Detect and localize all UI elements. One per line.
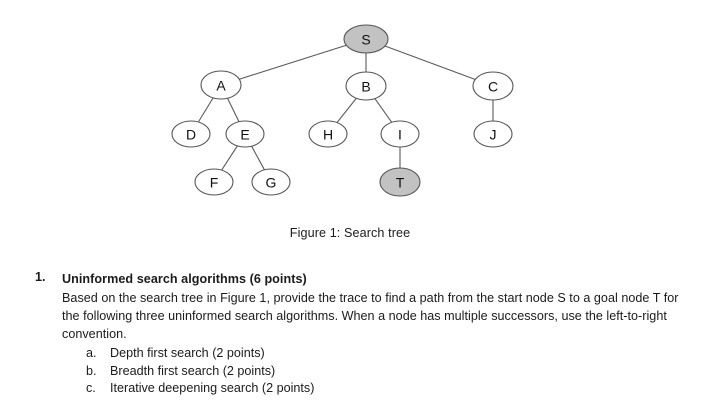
tree-edge-s-c — [384, 45, 476, 80]
tree-node-label-a: A — [216, 78, 226, 94]
tree-node-layer: S A B C D E H I J F G T — [171, 24, 514, 197]
question-sub-item-marker: b. — [86, 363, 97, 378]
tree-node-g[interactable]: G — [251, 168, 291, 196]
tree-edge-a-d — [197, 97, 214, 123]
tree-node-label-b: B — [361, 79, 370, 95]
tree-node-label-d: D — [186, 127, 196, 143]
tree-node-label-s: S — [361, 32, 370, 48]
tree-node-label-f: F — [210, 175, 219, 191]
question-number: 1. — [35, 270, 46, 284]
tree-node-shape-g — [251, 168, 291, 196]
tree-node-label-e: E — [240, 127, 249, 143]
tree-node-shape-e — [225, 120, 265, 148]
tree-node-d[interactable]: D — [171, 120, 211, 148]
tree-node-b[interactable]: B — [345, 71, 387, 101]
question-sub-item-label: Iterative deepening search (2 points) — [110, 381, 315, 395]
tree-node-j[interactable]: J — [473, 120, 513, 148]
tree-edge-s-a — [239, 44, 347, 80]
tree-node-h[interactable]: H — [308, 120, 348, 148]
tree-edge-b-i — [374, 98, 393, 123]
tree-node-label-i: I — [398, 127, 402, 143]
tree-edge-b-h — [336, 97, 357, 123]
tree-node-i[interactable]: I — [380, 120, 420, 148]
question-sub-item-marker: c. — [86, 381, 96, 395]
tree-node-shape-c — [472, 71, 514, 101]
tree-node-label-h: H — [323, 127, 333, 143]
tree-node-f[interactable]: F — [194, 168, 234, 196]
tree-edge-a-e — [226, 97, 240, 122]
question-sub-item: c. Iterative deepening search (2 points) — [0, 380, 728, 398]
question-sub-item-marker: a. — [86, 346, 97, 360]
tree-edge-e-f — [221, 145, 238, 171]
tree-node-c[interactable]: C — [472, 71, 514, 101]
question-sub-item: b. Breadth first search (2 points) — [0, 363, 728, 381]
tree-node-shape-a — [200, 70, 242, 100]
tree-node-shape-s — [343, 24, 389, 54]
tree-node-shape-t — [379, 167, 421, 197]
question-sub-item-label: Breadth first search (2 points) — [110, 363, 276, 378]
tree-node-e[interactable]: E — [225, 120, 265, 148]
tree-node-shape-h — [308, 120, 348, 148]
tree-node-a[interactable]: A — [200, 70, 242, 100]
tree-node-shape-f — [194, 168, 234, 196]
question-heading-row: 1. Uninformed search algorithms (6 point… — [0, 270, 728, 288]
tree-edge-e-g — [251, 145, 265, 171]
tree-node-s[interactable]: S — [343, 24, 389, 54]
tree-node-shape-d — [171, 120, 211, 148]
tree-node-shape-i — [380, 120, 420, 148]
tree-node-shape-b — [345, 71, 387, 101]
question-sub-item: a. Depth first search (2 points) — [0, 345, 728, 363]
question-body: Based on the search tree in Figure 1, pr… — [62, 291, 679, 341]
tree-node-label-t: T — [396, 175, 405, 191]
search-tree-figure: S A B C D E H I J F G T — [171, 24, 514, 197]
question-sub-list: a. Depth first search (2 points) b. Breadth… — [0, 345, 728, 398]
figure-caption: Figure 1: Search tree — [289, 226, 411, 240]
question-sub-item-label: Depth first search (2 points) — [110, 346, 265, 360]
question-block: 1. Uninformed search algorithms (6 point… — [0, 270, 728, 398]
tree-node-label-g: G — [266, 175, 277, 191]
question-title: Uninformed search algorithms (6 points) — [62, 272, 307, 286]
tree-node-label-j: J — [490, 127, 497, 143]
tree-node-shape-j — [473, 120, 513, 148]
tree-node-label-c: C — [488, 79, 498, 95]
tree-node-t[interactable]: T — [379, 167, 421, 197]
search-tree-diagram: S A B C D E H I J F G T — [171, 24, 514, 197]
tree-edge-layer — [197, 44, 494, 171]
